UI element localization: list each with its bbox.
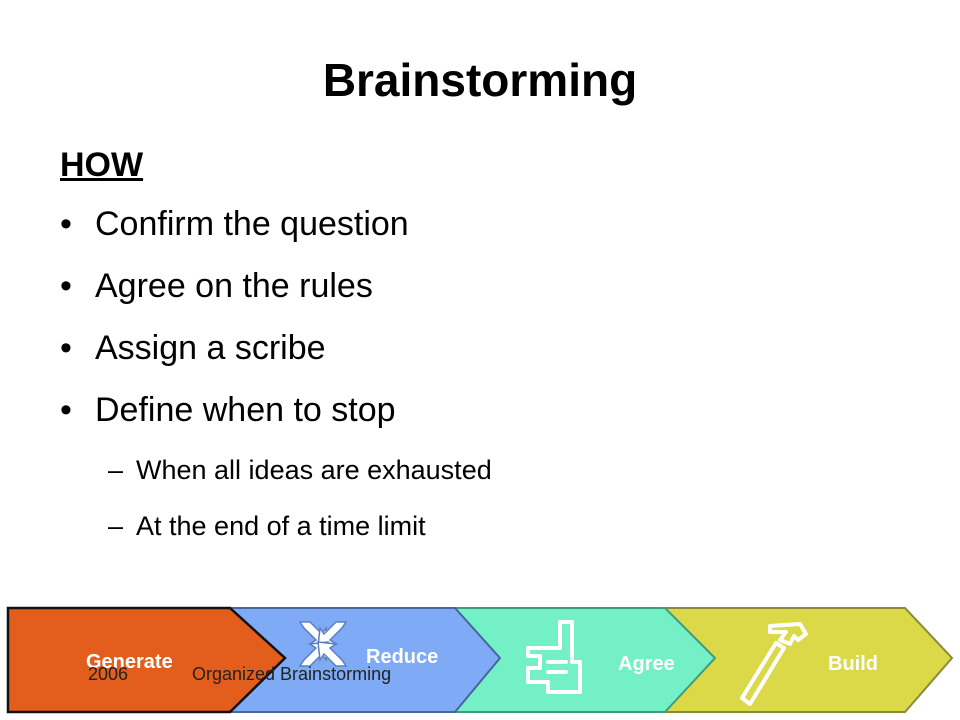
bullet-item: •Define when to stop xyxy=(60,390,409,452)
sub-bullet-text: When all ideas are exhausted xyxy=(136,455,492,485)
process-bar-graphic xyxy=(6,606,954,714)
bullet-text: Confirm the question xyxy=(95,205,409,243)
sub-bullet-item: –When all ideas are exhausted xyxy=(108,450,492,506)
stage-build-label: Build xyxy=(828,653,878,675)
slide-title: Brainstorming xyxy=(322,54,638,106)
process-bar: Generate Reduce Agree Build 2006 Organiz… xyxy=(0,600,960,720)
hammer-icon xyxy=(740,622,808,706)
bullet-item: •Assign a scribe xyxy=(60,328,409,390)
bullet-text: Assign a scribe xyxy=(95,329,326,367)
bullet-text: Define when to stop xyxy=(95,391,396,429)
bullet-list: •Confirm the question •Agree on the rule… xyxy=(60,204,409,452)
stage-agree-label: Agree xyxy=(618,653,675,675)
stage-generate-label: Generate xyxy=(86,651,173,673)
footer-year: 2006 xyxy=(88,664,129,684)
sub-bullet-text: At the end of a time limit xyxy=(136,511,426,541)
footer-topic: Organized Brainstorming xyxy=(192,664,392,684)
section-heading: HOW xyxy=(60,146,144,184)
thumbs-up-icon xyxy=(526,620,582,694)
bullet-item: •Agree on the rules xyxy=(60,266,409,328)
bullet-text: Agree on the rules xyxy=(95,267,373,305)
stage-generate-shape xyxy=(6,606,287,714)
sub-bullet-item: –At the end of a time limit xyxy=(108,506,492,562)
bullet-item: •Confirm the question xyxy=(60,204,409,266)
sub-bullet-list: –When all ideas are exhausted –At the en… xyxy=(108,450,492,562)
converging-arrows-icon xyxy=(298,621,348,667)
stage-reduce-label: Reduce xyxy=(366,646,439,668)
